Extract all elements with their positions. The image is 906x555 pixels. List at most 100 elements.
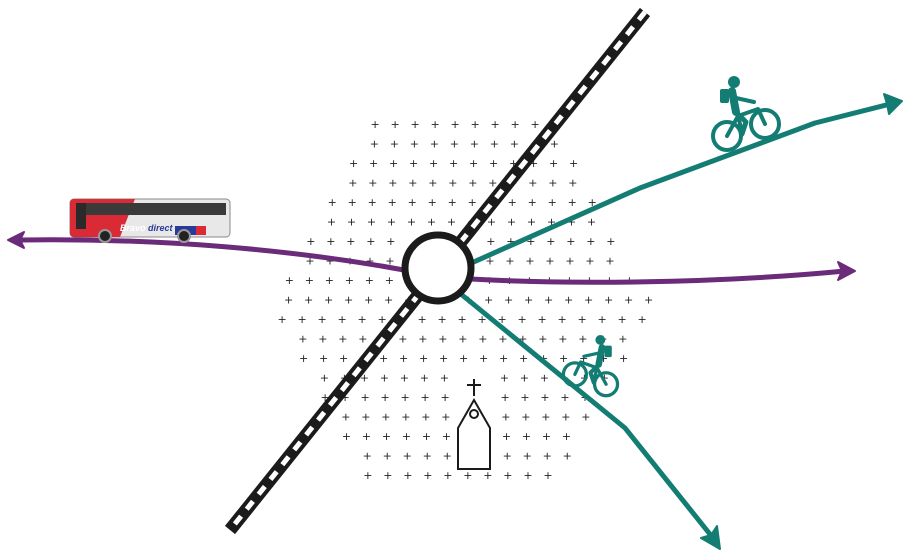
village-mark: + <box>463 469 472 482</box>
village-mark: + <box>419 352 428 365</box>
village-mark: + <box>559 352 568 365</box>
village-mark: + <box>285 274 294 287</box>
village-mark: + <box>320 372 329 385</box>
village-mark: + <box>428 177 437 190</box>
village-mark: + <box>450 138 459 151</box>
village-mark: + <box>382 430 391 443</box>
village-mark: + <box>569 157 578 170</box>
village-mark: + <box>439 352 448 365</box>
village-mark: + <box>540 372 549 385</box>
village-mark: + <box>298 333 307 346</box>
village-mark: + <box>437 313 446 326</box>
village-mark: + <box>484 294 493 307</box>
church-icon <box>458 379 490 469</box>
village-mark: + <box>361 411 370 424</box>
village-mark: + <box>581 411 590 424</box>
village-mark: + <box>468 177 477 190</box>
village-mark: + <box>360 391 369 404</box>
village-mark: + <box>543 450 552 463</box>
village-mark: + <box>428 196 437 209</box>
village-mark: + <box>500 372 509 385</box>
village-mark: + <box>619 352 628 365</box>
village-mark: + <box>365 274 374 287</box>
village-mark: + <box>562 430 571 443</box>
village-mark: + <box>605 255 614 268</box>
village-mark: + <box>502 430 511 443</box>
village-mark: + <box>328 196 337 209</box>
village-mark: + <box>400 372 409 385</box>
village-mark: + <box>410 118 419 131</box>
village-mark: + <box>408 177 417 190</box>
village-mark: + <box>565 255 574 268</box>
village-mark: + <box>420 372 429 385</box>
village-mark: + <box>327 216 336 229</box>
village-mark: + <box>358 333 367 346</box>
village-mark: + <box>521 411 530 424</box>
village-mark: + <box>510 118 519 131</box>
village-mark: + <box>318 333 327 346</box>
village-mark: + <box>422 430 431 443</box>
village-mark: + <box>503 469 512 482</box>
village-mark: + <box>503 450 512 463</box>
village-mark: + <box>563 450 572 463</box>
village-mark: + <box>447 216 456 229</box>
village-mark: + <box>367 216 376 229</box>
village-mark: + <box>384 294 393 307</box>
village-mark: + <box>499 352 508 365</box>
village-mark: + <box>541 411 550 424</box>
village-mark: + <box>564 294 573 307</box>
village-mark: + <box>624 294 633 307</box>
village-mark: + <box>380 372 389 385</box>
village-mark: + <box>443 450 452 463</box>
village-mark: + <box>537 313 546 326</box>
bus-icon: Bravo direct <box>70 199 230 242</box>
village-mark: + <box>558 333 567 346</box>
village-mark: + <box>277 313 286 326</box>
village-mark: + <box>442 430 451 443</box>
village-mark: + <box>438 333 447 346</box>
village-mark: + <box>479 352 488 365</box>
village-mark: + <box>519 352 528 365</box>
village-mark: + <box>304 294 313 307</box>
bike-route-arrow-ne <box>884 94 902 114</box>
village-mark: + <box>468 196 477 209</box>
village-mark: + <box>500 391 509 404</box>
village-mark: + <box>386 235 395 248</box>
village-mark: + <box>597 313 606 326</box>
village-mark: + <box>490 118 499 131</box>
cyclist-icon <box>713 76 779 150</box>
roundabout-icon <box>405 235 471 301</box>
village-mark: + <box>337 313 346 326</box>
village-mark: + <box>430 138 439 151</box>
village-mark: + <box>486 235 495 248</box>
village-mark: + <box>420 391 429 404</box>
village-mark: + <box>448 177 457 190</box>
village-mark: + <box>417 313 426 326</box>
village-mark: + <box>606 235 615 248</box>
village-mark: + <box>548 177 557 190</box>
village-mark: + <box>407 216 416 229</box>
village-mark: + <box>587 216 596 229</box>
village-mark: + <box>440 391 449 404</box>
village-mark: + <box>319 352 328 365</box>
village-mark: + <box>527 216 536 229</box>
village-mark: + <box>368 196 377 209</box>
village-mark: + <box>617 313 626 326</box>
village-mark: + <box>644 294 653 307</box>
village-mark: + <box>408 196 417 209</box>
village-mark: + <box>549 157 558 170</box>
village-mark: + <box>560 391 569 404</box>
village-mark: + <box>530 118 539 131</box>
village-mark: + <box>326 235 335 248</box>
village-mark: + <box>409 157 418 170</box>
village-mark: + <box>364 294 373 307</box>
village-mark: + <box>490 138 499 151</box>
village-mark: + <box>525 255 534 268</box>
village-mark: + <box>380 391 389 404</box>
village-mark: + <box>508 196 517 209</box>
village-mark: + <box>510 138 519 151</box>
village-mark: + <box>387 216 396 229</box>
village-mark: + <box>342 430 351 443</box>
village-mark: + <box>618 333 627 346</box>
village-mark: + <box>430 118 439 131</box>
